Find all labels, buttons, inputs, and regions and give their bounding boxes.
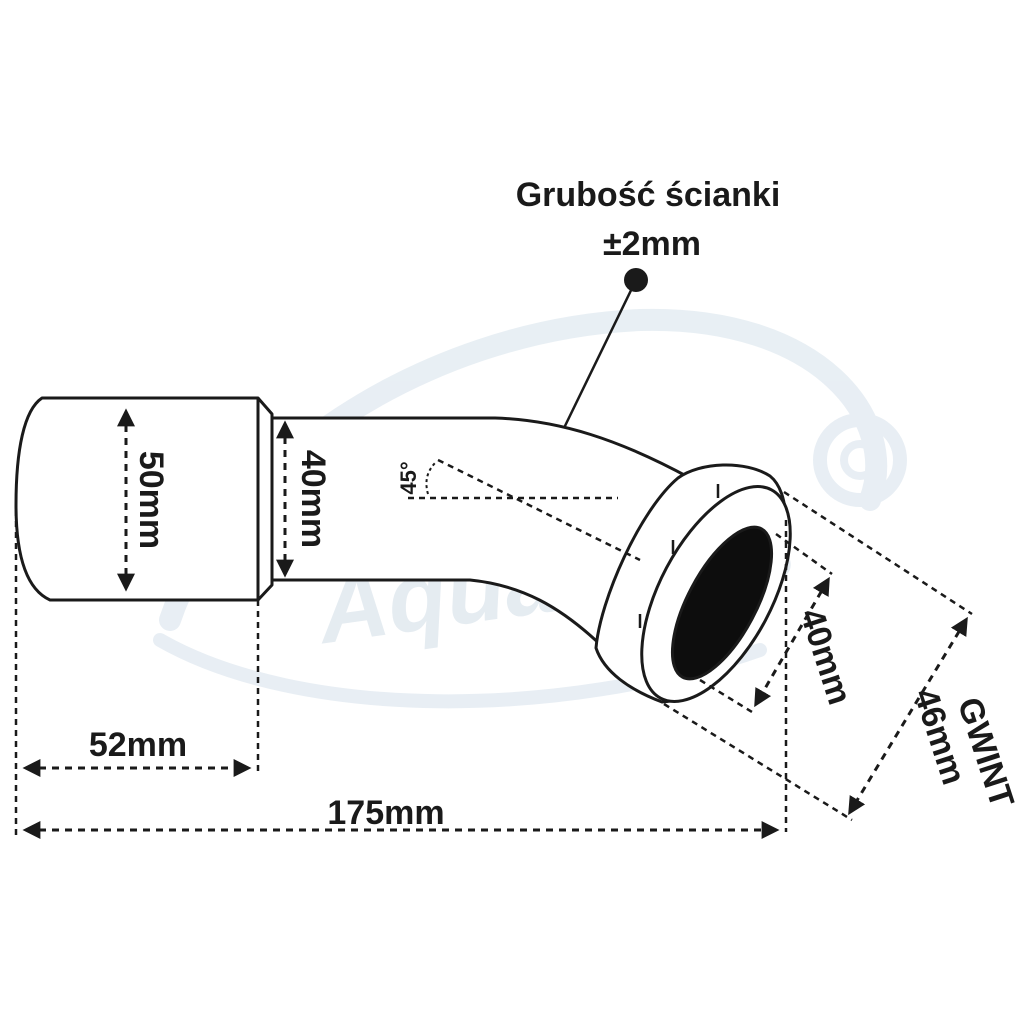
gear-icon [813,413,907,507]
outlet-opening [670,525,774,681]
thread-extension-bottom [663,702,853,822]
angle-indicator [408,458,641,562]
angle-label: 45° [396,461,421,494]
wall-thickness-leader [562,268,648,429]
thread-extension-top [783,490,973,616]
pipe-elbow [14,396,792,704]
total-length-label: 175mm [327,794,444,832]
outlet-inner-dimension [754,576,830,708]
pipe-inner-label: 40mm [294,450,332,548]
inlet-outer-label: 50mm [132,451,170,549]
outlet-inner-extension-top [775,532,833,576]
thread-dimension [848,616,968,816]
inlet-length-label: 52mm [89,726,187,764]
wall-thickness-label: Grubość ścianki [516,176,781,214]
outlet-inner-label: 40mm [792,604,859,709]
wall-thickness-value: ±2mm [603,225,701,263]
